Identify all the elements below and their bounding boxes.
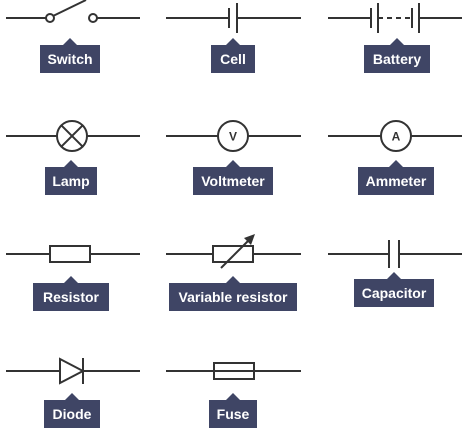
capacitor-label: Capacitor [354,272,434,307]
battery-label: Battery [364,38,430,73]
voltmeter-letter: V [229,130,237,144]
voltmeter-label: Voltmeter [193,160,273,195]
fuse-label: Fuse [209,393,257,428]
ammeter-letter: A [392,130,401,144]
variable-resistor-label: Variable resistor [169,276,297,311]
diode-label: Diode [44,393,100,428]
resistor-label: Resistor [33,276,109,311]
switch-label: Switch [40,38,100,73]
lamp-label: Lamp [45,160,97,195]
ammeter-label: Ammeter [358,160,434,195]
cell-label: Cell [211,38,255,73]
